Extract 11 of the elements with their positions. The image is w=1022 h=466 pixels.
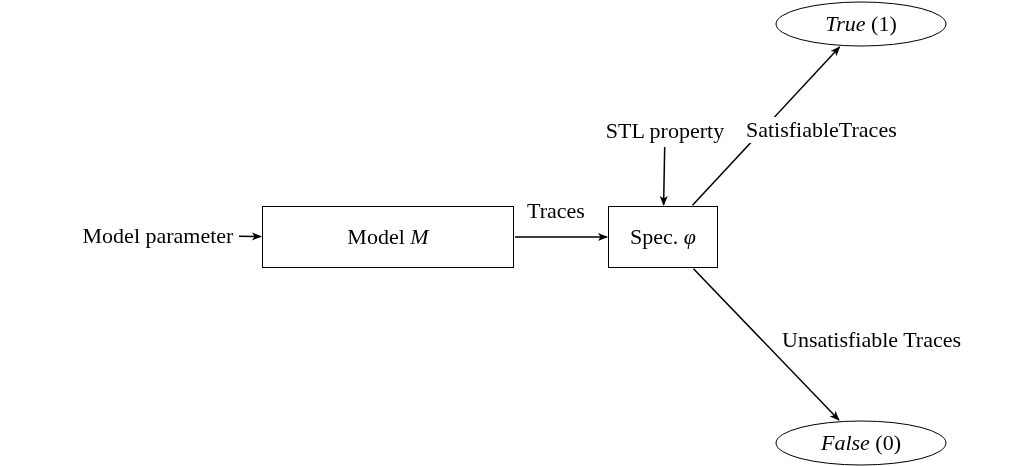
input-label: Model parameter [78, 220, 238, 252]
result-ellipse: True (1) [775, 1, 947, 47]
process-box: Spec. φ [608, 206, 718, 268]
edge-label: SatisfiableTraces [744, 117, 899, 143]
arrow [514, 233, 608, 241]
arrow [659, 146, 668, 206]
arrow [692, 267, 840, 421]
arrow [238, 232, 262, 241]
process-box: Model M [262, 206, 514, 268]
result-ellipse: False (0) [775, 420, 947, 466]
input-label: STL property [605, 116, 725, 146]
